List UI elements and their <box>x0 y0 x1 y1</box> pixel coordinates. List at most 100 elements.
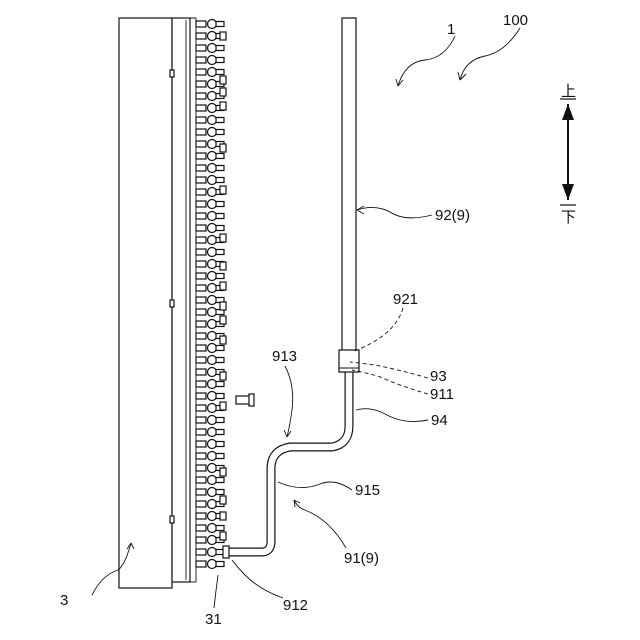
port-stub <box>196 477 206 483</box>
port-nut <box>208 188 217 197</box>
u-bend-collar <box>220 262 226 270</box>
port-nut <box>208 236 217 245</box>
port-nut <box>208 272 217 281</box>
port-stub <box>196 537 206 543</box>
port-stub <box>196 321 206 327</box>
port-stub <box>196 201 206 207</box>
port-tip <box>216 166 224 171</box>
port-stub <box>196 249 206 255</box>
port-nut <box>208 416 217 425</box>
port-stub <box>196 393 206 399</box>
port-stub <box>196 129 206 135</box>
u-bend-collar <box>220 496 226 504</box>
port-stub <box>196 69 206 75</box>
port-stub <box>196 57 206 63</box>
port-nut <box>208 32 217 41</box>
u-bend-collar <box>220 336 226 344</box>
port-nut <box>208 224 217 233</box>
label-92-9: 92(9) <box>435 207 470 224</box>
u-bend-collar <box>220 102 226 110</box>
port-tip <box>216 526 224 531</box>
port-nut <box>208 452 217 461</box>
u-bend-collar <box>220 282 226 290</box>
port-stub <box>196 273 206 279</box>
port-nut <box>208 488 217 497</box>
port-nut <box>208 548 217 557</box>
port-nut <box>208 140 217 149</box>
port-nut <box>208 560 217 569</box>
port-nut <box>208 464 217 473</box>
port-nut <box>208 296 217 305</box>
port-stub <box>196 297 206 303</box>
port-nut <box>208 68 217 77</box>
port-stub <box>196 465 206 471</box>
port-nut <box>208 248 217 257</box>
port-tip <box>216 478 224 483</box>
port-stub <box>196 33 206 39</box>
u-bend-collar <box>220 32 226 40</box>
u-bend-collar <box>220 402 226 410</box>
port-tip <box>216 346 224 351</box>
port-tip <box>216 22 224 27</box>
u-bend-collar <box>220 532 226 540</box>
port-tip <box>216 58 224 63</box>
port-tip <box>216 442 224 447</box>
port-stub <box>196 417 206 423</box>
label-91-9: 91(9) <box>344 550 379 567</box>
u-bend-inner <box>222 148 248 190</box>
port-stub <box>196 117 206 123</box>
port-nut <box>208 128 217 137</box>
port-stub <box>196 237 206 243</box>
port-stub <box>196 285 206 291</box>
upper-tube-92 <box>342 18 356 352</box>
port-stub <box>196 105 206 111</box>
port-stub <box>196 309 206 315</box>
u-bend-collar <box>220 234 226 242</box>
port-nut <box>208 320 217 329</box>
port-tip <box>216 250 224 255</box>
port-nut <box>208 104 217 113</box>
u-bend-collar <box>220 468 226 476</box>
port-tip <box>216 202 224 207</box>
port-nut <box>208 200 217 209</box>
port-stub <box>196 525 206 531</box>
port-nut <box>208 284 217 293</box>
port-stub <box>196 141 206 147</box>
port-tip <box>216 358 224 363</box>
port-nut <box>208 512 217 521</box>
port-stub <box>196 21 206 27</box>
port-stub <box>196 93 206 99</box>
port-stub <box>196 189 206 195</box>
port-nut <box>208 500 217 509</box>
label-911: 911 <box>430 386 454 403</box>
port-tip <box>216 130 224 135</box>
port-stub <box>196 177 206 183</box>
port-nut <box>208 212 217 221</box>
port-tip <box>216 454 224 459</box>
label-915: 915 <box>355 482 380 499</box>
port-stub <box>196 333 206 339</box>
port-stub <box>196 225 206 231</box>
port-stub <box>196 513 206 519</box>
port-nut <box>208 56 217 65</box>
up-label: 上 <box>561 83 576 100</box>
port-nut <box>208 332 217 341</box>
port-nut <box>208 260 217 269</box>
port-stub <box>196 501 206 507</box>
label-3: 3 <box>60 592 68 609</box>
port-tip <box>216 430 224 435</box>
label-94: 94 <box>431 412 448 429</box>
u-bend-collar <box>220 372 226 380</box>
port-nut <box>208 428 217 437</box>
port-nut <box>208 380 217 389</box>
port-nut <box>208 20 217 29</box>
port-nut <box>208 392 217 401</box>
port-stub <box>196 561 206 567</box>
port-tip <box>216 118 224 123</box>
label-1: 1 <box>447 21 455 38</box>
port-tip <box>216 490 224 495</box>
port-stub <box>196 345 206 351</box>
port-stub <box>196 441 206 447</box>
port-nut <box>208 80 217 89</box>
